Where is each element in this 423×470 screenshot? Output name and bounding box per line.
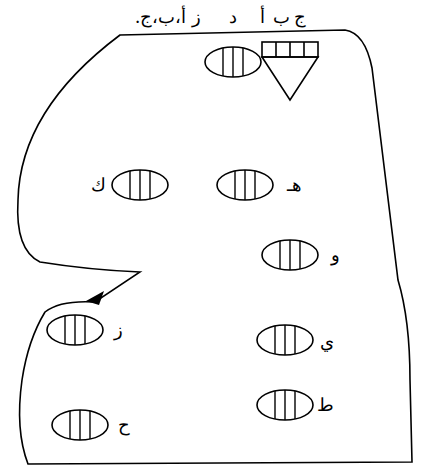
letter-label: ز bbox=[114, 320, 123, 340]
striped-ellipse bbox=[257, 390, 313, 420]
striped-ellipses bbox=[47, 47, 318, 440]
letter-label: ك bbox=[91, 175, 106, 195]
letter-label: و bbox=[331, 245, 340, 265]
letter-label: ط bbox=[317, 395, 334, 415]
letter-label: هـ bbox=[287, 175, 302, 195]
letter-label: ج bbox=[294, 7, 306, 27]
outline bbox=[18, 30, 412, 464]
striped-ellipse bbox=[262, 240, 318, 270]
letter-label: ب bbox=[273, 7, 290, 27]
striped-ellipse bbox=[205, 47, 261, 77]
letter-label: ي bbox=[320, 332, 334, 352]
caption-fragment: ز أ،ب،ج. bbox=[135, 7, 201, 27]
notch-arrow bbox=[86, 291, 104, 305]
triangle-symbol bbox=[262, 42, 318, 100]
striped-ellipse bbox=[112, 170, 168, 200]
striped-ellipse bbox=[52, 410, 108, 440]
striped-ellipse bbox=[257, 325, 313, 355]
letter-label: د bbox=[229, 7, 237, 27]
striped-ellipse bbox=[217, 170, 273, 200]
striped-ellipse bbox=[47, 315, 103, 345]
letter-label: أ bbox=[260, 7, 265, 27]
letter-label: ح bbox=[118, 415, 130, 435]
